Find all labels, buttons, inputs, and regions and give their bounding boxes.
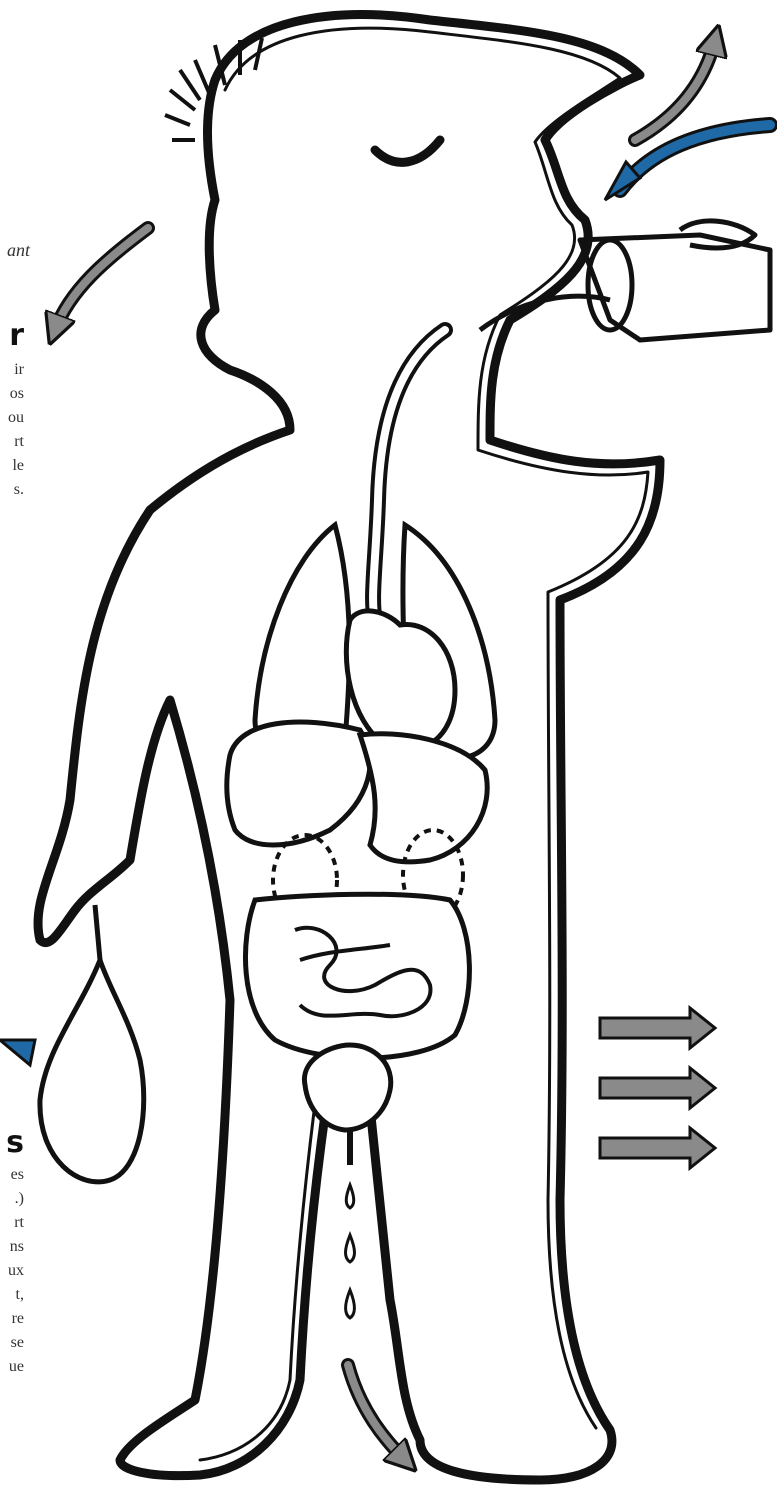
- italic-fragment: ant: [0, 240, 30, 261]
- bladder: [304, 1045, 390, 1130]
- arrow-up-right: [635, 40, 715, 140]
- horizontal-arrow-3: [600, 1128, 715, 1168]
- line-8: se: [0, 1331, 24, 1355]
- line-5: ux: [0, 1259, 24, 1283]
- liver-stomach: [227, 722, 487, 862]
- line-7: re: [0, 1307, 24, 1331]
- paragraph-fragment-bottom: es .) rt ns ux t, re se ue: [0, 1163, 24, 1379]
- sweat-arrows: [600, 1008, 715, 1168]
- line-1: es: [0, 1163, 24, 1187]
- line-6: s.: [0, 478, 24, 502]
- line-4: ns: [0, 1235, 24, 1259]
- horizontal-arrow-2: [600, 1068, 715, 1108]
- closed-eye: [375, 140, 440, 162]
- blue-arrow-tip-left: [0, 1040, 35, 1065]
- line-1: ir: [0, 358, 24, 382]
- heading-fragment-top: r: [0, 318, 24, 353]
- hanging-sac: [40, 905, 144, 1182]
- line-6: t,: [0, 1283, 24, 1307]
- line-4: rt: [0, 430, 24, 454]
- line-3: ou: [0, 406, 24, 430]
- line-2: os: [0, 382, 24, 406]
- intestines: [245, 894, 469, 1058]
- line-3: rt: [0, 1211, 24, 1235]
- paragraph-fragment-top: ir os ou rt le s.: [0, 358, 24, 502]
- cup-and-hand: [480, 221, 770, 340]
- line-2: .): [0, 1187, 24, 1211]
- horizontal-arrow-1: [600, 1008, 715, 1048]
- line-5: le: [0, 454, 24, 478]
- line-9: ue: [0, 1355, 24, 1379]
- urine-drops: [346, 1185, 355, 1318]
- heading-fragment-bottom: s: [0, 1125, 24, 1160]
